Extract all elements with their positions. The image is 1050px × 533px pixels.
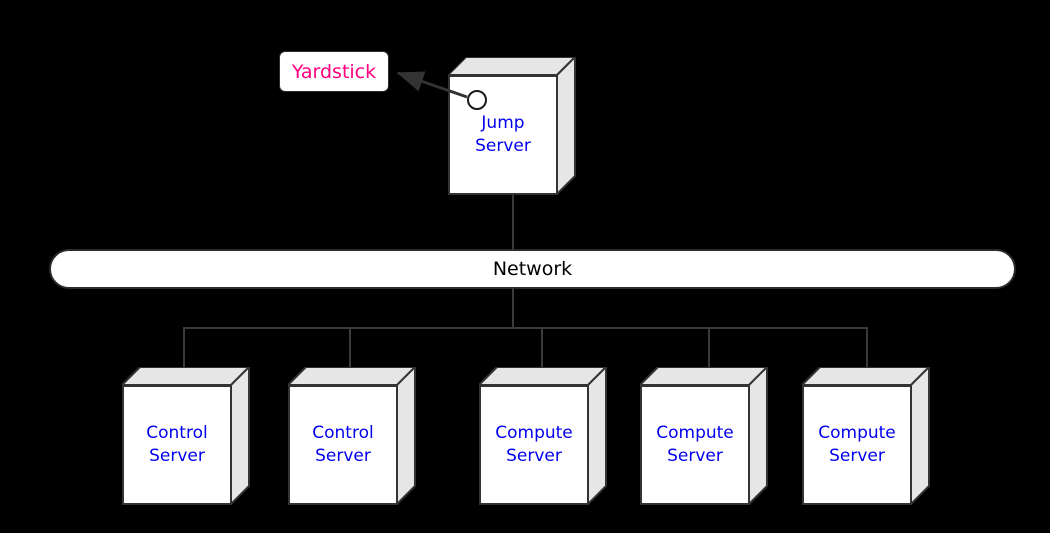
- jump-server-side-face: [557, 57, 576, 195]
- server-side-face: [397, 367, 416, 505]
- server-label: Compute Server: [656, 422, 734, 466]
- server-label: Compute Server: [495, 422, 573, 466]
- server-front-face: Compute Server: [802, 385, 912, 505]
- server-side-face: [749, 367, 768, 505]
- node-server-2[interactable]: Control Server: [288, 367, 416, 505]
- network-label: Network: [492, 258, 573, 280]
- connector-horizontal-bus: [183, 327, 868, 329]
- jump-server-label: Jump Server: [475, 112, 531, 156]
- node-server-3[interactable]: Compute Server: [479, 367, 607, 505]
- connector-jump-to-network: [512, 194, 514, 250]
- server-front-face: Control Server: [122, 385, 232, 505]
- jump-server-front-face: Jump Server: [448, 75, 558, 195]
- jump-server-top-face: [448, 57, 576, 75]
- server-label: Control Server: [146, 422, 208, 466]
- network-bus[interactable]: Network: [49, 249, 1016, 289]
- server-front-face: Control Server: [288, 385, 398, 505]
- jump-server-node[interactable]: Jump Server: [448, 57, 576, 195]
- yardstick-box[interactable]: Yardstick: [279, 51, 389, 92]
- server-label: Control Server: [312, 422, 374, 466]
- yardstick-label: Yardstick: [291, 60, 377, 83]
- connector-network-to-bus: [512, 288, 514, 328]
- connector-drop-2: [349, 327, 351, 371]
- jump-server-interface-circle[interactable]: [467, 90, 487, 110]
- server-front-face: Compute Server: [479, 385, 589, 505]
- server-side-face: [911, 367, 930, 505]
- connector-drop-3: [541, 327, 543, 371]
- connector-drop-4: [708, 327, 710, 371]
- server-label: Compute Server: [818, 422, 896, 466]
- server-front-face: Compute Server: [640, 385, 750, 505]
- server-side-face: [231, 367, 250, 505]
- node-server-4[interactable]: Compute Server: [640, 367, 768, 505]
- node-server-1[interactable]: Control Server: [122, 367, 250, 505]
- server-side-face: [588, 367, 607, 505]
- connector-drop-5: [866, 327, 868, 371]
- connector-drop-1: [183, 327, 185, 371]
- node-server-5[interactable]: Compute Server: [802, 367, 930, 505]
